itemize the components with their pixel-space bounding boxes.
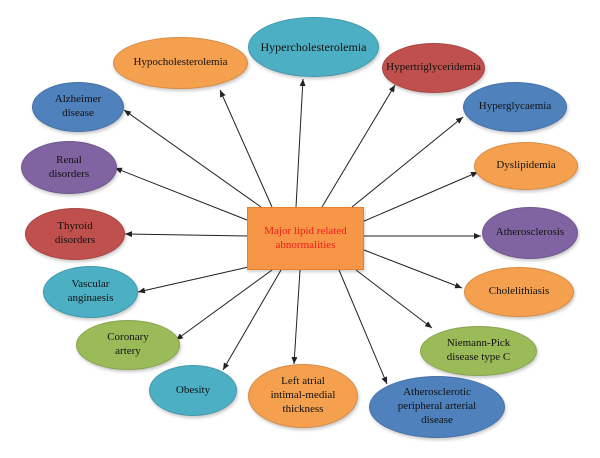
node-left-atrial-intimal-medial-thickness: Left atrial intimal-medial thickness	[248, 364, 358, 428]
arrow-to-niemann-pick	[355, 269, 433, 329]
arrow-to-alzheimer-disease	[123, 109, 262, 208]
node-hyperglycaemia: Hyperglycaemia	[463, 82, 567, 132]
node-hypocholesterolemia: Hypocholesterolemia	[113, 37, 248, 89]
arrow-to-hyperglycaemia	[351, 116, 464, 208]
arrow-to-dyslipidemia	[361, 171, 479, 223]
node-renal-disorders: Renal disorders	[21, 141, 117, 194]
arrow-to-thyroid-disorders	[124, 231, 248, 238]
node-alzheimer-disease: Alzheimer disease	[32, 82, 124, 132]
node-atherosclerosis: Atherosclerosis	[482, 207, 578, 259]
node-atherosclerotic-peripheral-arterial-disease: Atherosclerotic peripheral arterial dise…	[369, 376, 505, 438]
node-coronary-artery: Coronary artery	[76, 320, 180, 370]
arrow-to-coronary-artery	[175, 269, 273, 341]
arrow-to-hypercholesterolemia	[295, 78, 306, 208]
arrow-to-renal-disorders	[114, 167, 248, 221]
arrow-to-vascular-anginaesis	[137, 265, 254, 294]
center-node: Major lipid related abnormalities	[247, 207, 364, 270]
arrow-to-cholelithiasis	[363, 249, 463, 289]
node-vascular-anginaesis: Vascular anginaesis	[43, 266, 138, 318]
arrow-to-obesity	[222, 269, 282, 371]
node-thyroid-disorders: Thyroid disorders	[25, 208, 125, 260]
arrow-to-hypertriglyceridemia	[321, 84, 396, 208]
arrow-to-left-atrial	[291, 269, 301, 365]
node-dyslipidemia: Dyslipidemia	[474, 142, 578, 190]
node-hypercholesterolemia: Hypercholesterolemia	[248, 17, 379, 77]
node-hypertriglyceridemia: Hypertriglyceridemia	[382, 43, 485, 93]
node-cholelithiasis: Cholelithiasis	[464, 267, 574, 317]
node-niemann-pick: Niemann-Pick disease type C	[420, 326, 537, 376]
arrow-to-hypocholesterolemia	[219, 89, 273, 208]
node-obesity: Obesity	[149, 365, 237, 416]
arrow-to-atherosclerotic-pad	[338, 269, 388, 385]
